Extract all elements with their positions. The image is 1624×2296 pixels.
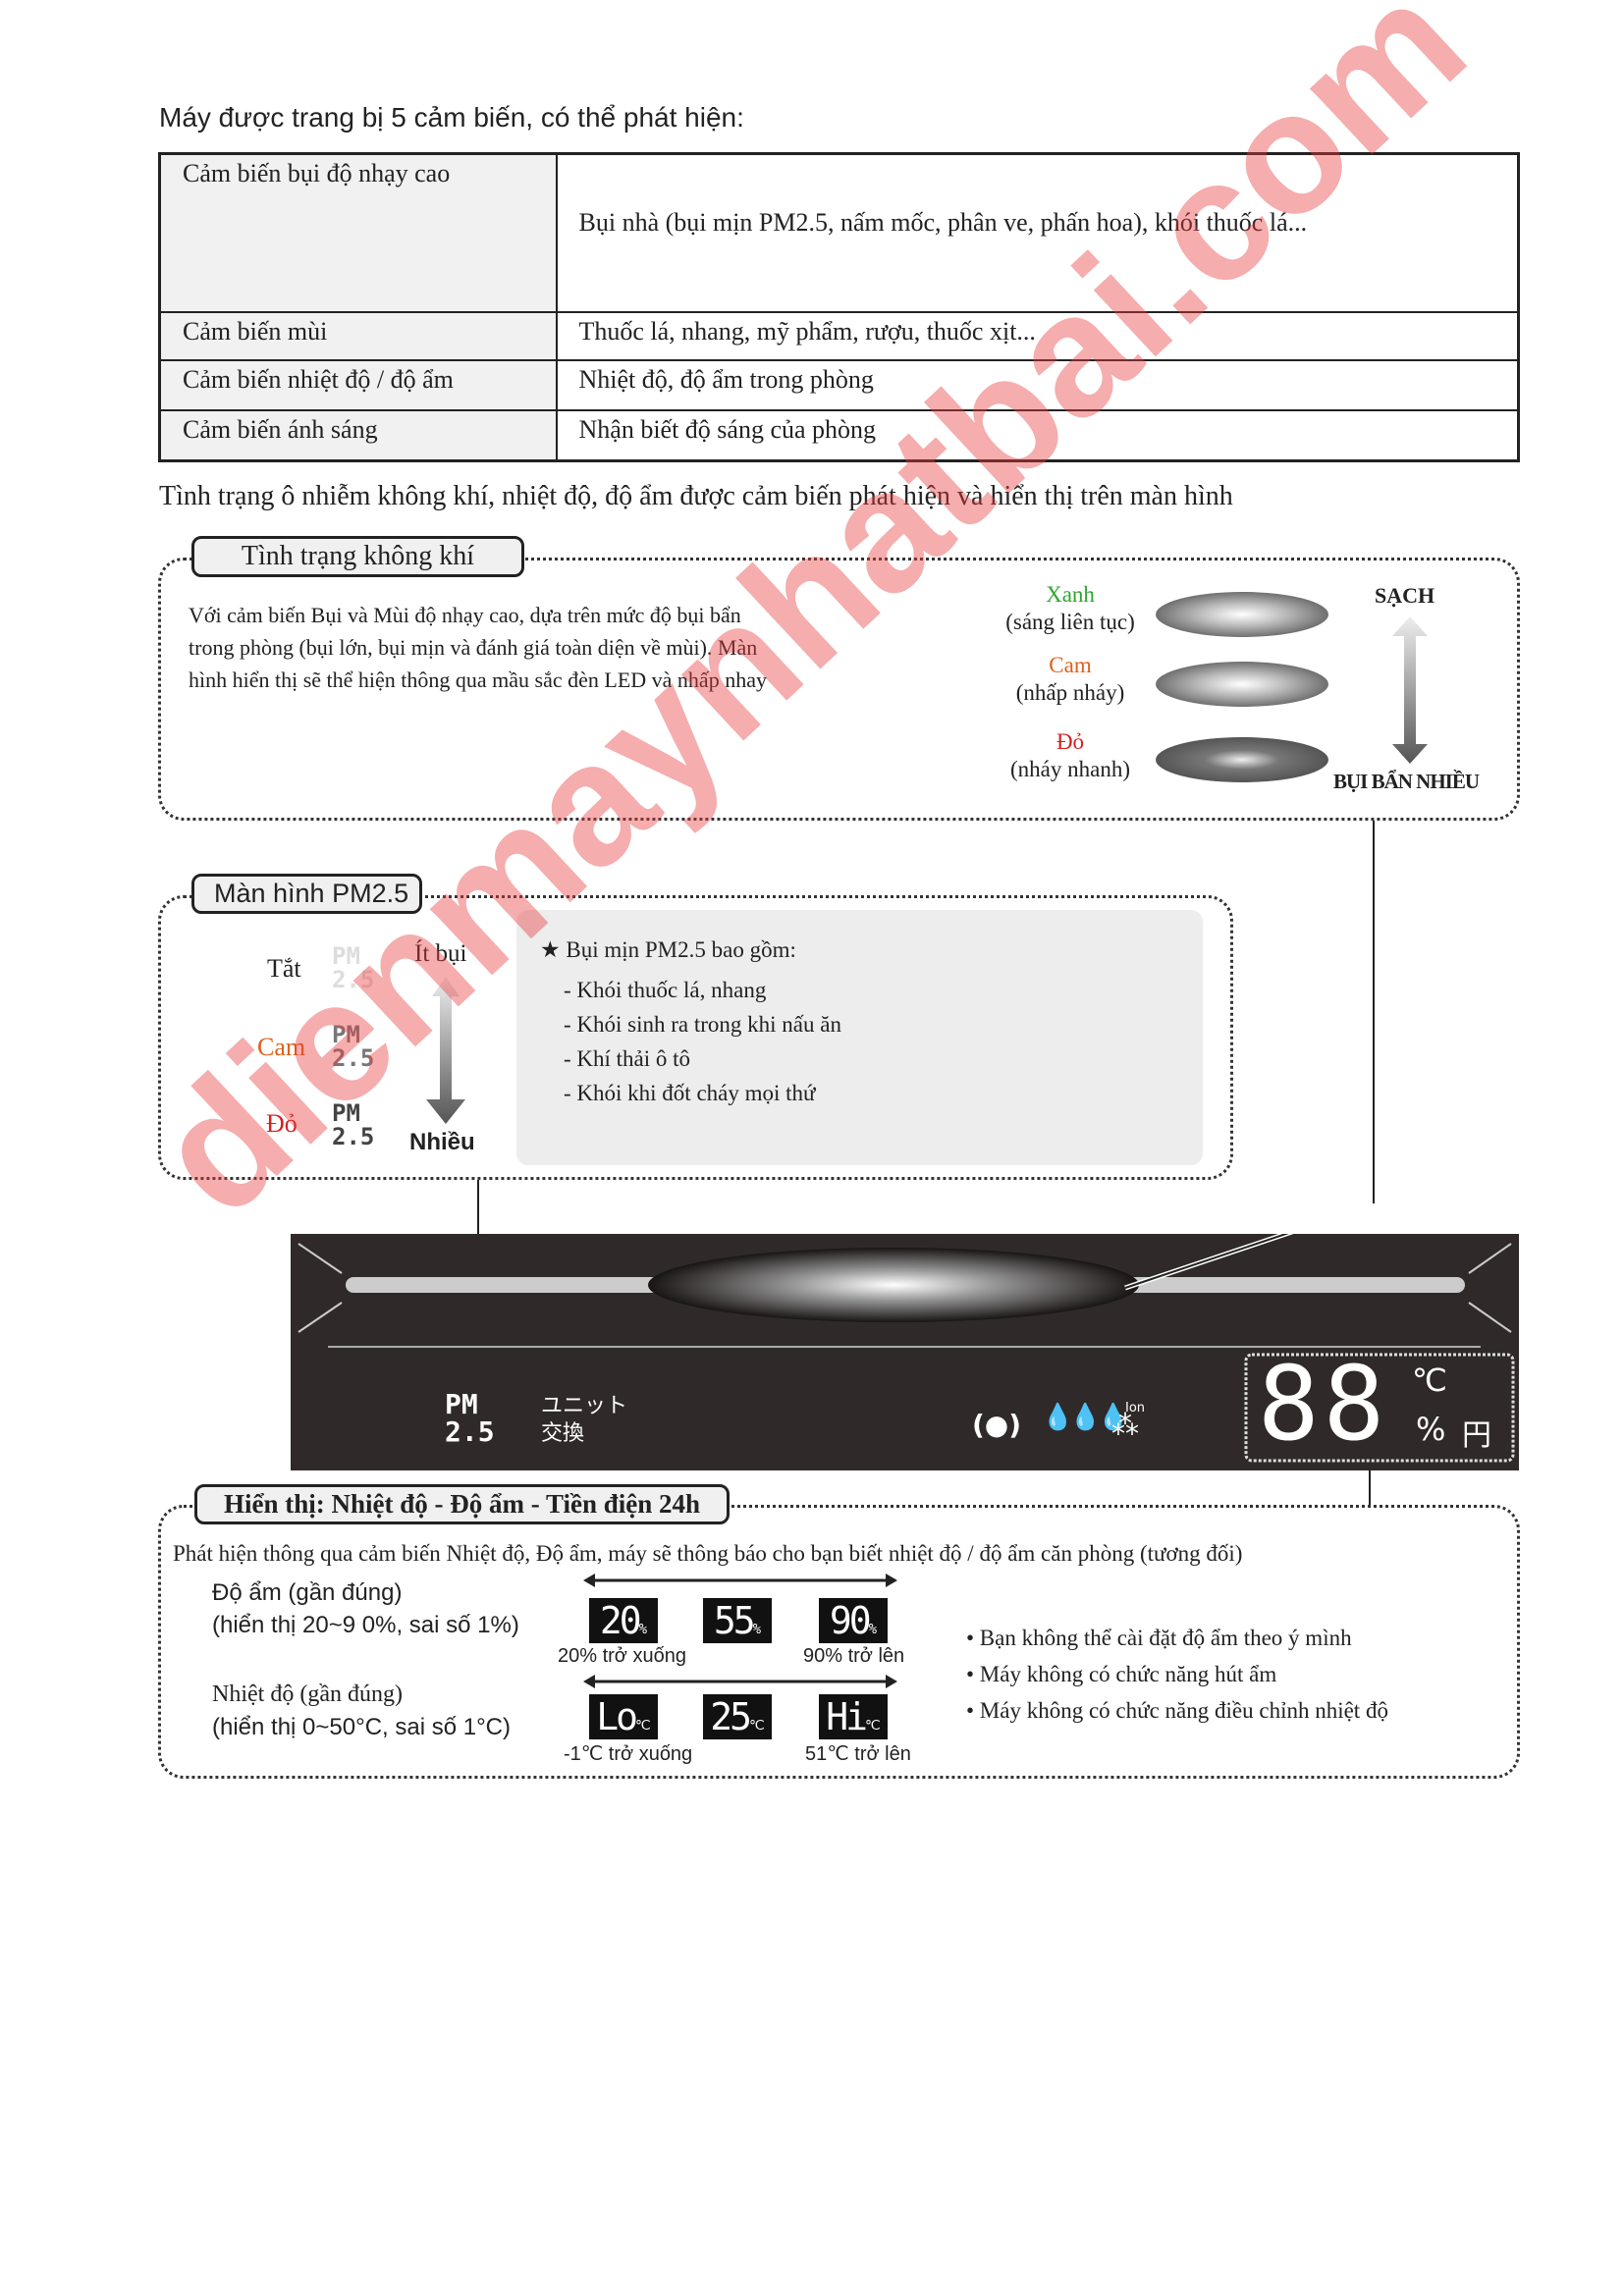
humidity-high-display: 90% bbox=[819, 1598, 888, 1643]
led-level-green: Xanh (sáng liên tục) bbox=[982, 581, 1159, 636]
less-dust-label: Ít bụi bbox=[414, 940, 467, 967]
more-dust-label: Nhiều bbox=[409, 1129, 475, 1155]
list-item: - Khói sinh ra trong khi nấu ăn bbox=[564, 1012, 841, 1037]
air-status-title: Tình trạng không khí bbox=[191, 536, 524, 577]
range-arrow-icon bbox=[583, 1574, 897, 1587]
level-mode: (sáng liên tục) bbox=[1005, 610, 1135, 634]
down-arrow-icon bbox=[426, 977, 465, 1124]
clean-label: SẠCH bbox=[1375, 583, 1435, 608]
sensor-name: Cảm biến nhiệt độ / độ ẩm bbox=[158, 358, 558, 411]
pm25-info-panel: ★ Bụi mịn PM2.5 bao gồm: - Khói thuốc lá… bbox=[516, 910, 1203, 1165]
temperature-low-caption: -1℃ trở xuống bbox=[564, 1743, 693, 1765]
humidity-low-display: 20% bbox=[589, 1598, 658, 1643]
pm25-title: Màn hình PM2.5 bbox=[191, 874, 422, 914]
temperature-high-display: Hi℃ bbox=[819, 1694, 888, 1739]
humidity-range: (hiển thị 20~9 0%, sai số 1%) bbox=[212, 1612, 519, 1638]
state-orange-label: Cam bbox=[257, 1033, 306, 1061]
list-item: • Máy không có chức năng điều chỉnh nhiệ… bbox=[966, 1698, 1388, 1723]
sensor-name: Cảm biến bụi độ nhạy cao bbox=[158, 152, 558, 313]
caption: Tình trạng ô nhiễm không khí, nhiệt độ, … bbox=[159, 481, 1233, 511]
dirty-label: BỤI BẨN NHIỀU bbox=[1333, 770, 1480, 793]
pm25-info-heading: ★ Bụi mịn PM2.5 bao gồm: bbox=[540, 937, 796, 962]
list-item: - Khói khi đốt cháy mọi thứ bbox=[564, 1081, 816, 1105]
humidity-high-caption: 90% trở lên bbox=[803, 1645, 905, 1667]
connector-line bbox=[1369, 1468, 1371, 1506]
temperature-mid-display: 25℃ bbox=[703, 1694, 772, 1739]
temperature-range: (hiển thị 0~50°C, sai số 1°C) bbox=[212, 1714, 512, 1740]
led-glow-icon bbox=[1156, 592, 1328, 637]
level-mode: (nháy nhanh) bbox=[1010, 757, 1130, 781]
led-glow-icon bbox=[1156, 662, 1328, 707]
humidity-label: Độ ẩm (gần đúng) bbox=[212, 1579, 403, 1606]
state-red-label: Đỏ bbox=[266, 1109, 298, 1138]
display-desc: Phát hiện thông qua cảm biến Nhiệt độ, Đ… bbox=[173, 1541, 1243, 1566]
sensor-detects: Bụi nhà (bụi mịn PM2.5, nấm mốc, phân ve… bbox=[555, 152, 1520, 313]
led-glow-icon bbox=[1156, 737, 1328, 782]
percent-indicator: % bbox=[1416, 1411, 1446, 1448]
sensor-detects: Thuốc lá, nhang, mỹ phẩm, rượu, thuốc xị… bbox=[555, 310, 1520, 361]
sensor-name: Cảm biến ánh sáng bbox=[158, 408, 558, 462]
list-item: • Bạn không thể cài đặt độ ẩm theo ý mìn… bbox=[966, 1626, 1352, 1650]
intro-text: Máy được trang bị 5 cảm biến, có thể phá… bbox=[159, 102, 744, 133]
level-color: Đỏ bbox=[1056, 729, 1085, 754]
temperature-label: Nhiệt độ (gần đúng) bbox=[212, 1682, 403, 1707]
connector-line bbox=[1373, 821, 1375, 1203]
humidity-low-caption: 20% trở xuống bbox=[558, 1645, 686, 1667]
sensor-detects: Nhận biết độ sáng của phòng bbox=[555, 408, 1520, 462]
level-color: Xanh bbox=[1046, 582, 1095, 607]
seven-segment-readout: 88 bbox=[1258, 1344, 1389, 1464]
filter-replace-indicator: ユニット交換 bbox=[541, 1394, 628, 1446]
pm25-box bbox=[158, 895, 1233, 1180]
sensor-icon: (●) bbox=[972, 1409, 1022, 1441]
sensor-detects: Nhiệt độ, độ ẩm trong phòng bbox=[555, 358, 1520, 411]
list-item: - Khí thải ô tô bbox=[564, 1046, 691, 1071]
display-box bbox=[158, 1505, 1520, 1779]
panel-decor bbox=[298, 1234, 1515, 1463]
display-title: Hiển thị: Nhiệt độ - Độ ẩm - Tiền điện 2… bbox=[194, 1484, 730, 1524]
display-notes: • Bạn không thể cài đặt độ ẩm theo ý mìn… bbox=[966, 1620, 1388, 1729]
level-color: Cam bbox=[1049, 653, 1092, 677]
humidify-drops-icon: 💧💧💧 bbox=[1042, 1403, 1129, 1432]
pm25-info-list: - Khói thuốc lá, nhang - Khói sinh ra tr… bbox=[564, 973, 841, 1110]
state-off-label: Tắt bbox=[267, 954, 301, 983]
sensor-name: Cảm biến mùi bbox=[158, 310, 558, 361]
yen-indicator: 円 bbox=[1462, 1418, 1491, 1453]
air-status-desc: Với cảm biến Bụi và Mùi độ nhạy cao, dựa… bbox=[189, 603, 767, 692]
list-item: - Khói thuốc lá, nhang bbox=[564, 978, 767, 1002]
level-mode: (nhấp nháy) bbox=[1015, 680, 1125, 705]
air-status-box bbox=[158, 558, 1520, 821]
double-arrow-icon bbox=[1392, 616, 1428, 764]
celsius-indicator: ℃ bbox=[1412, 1362, 1447, 1399]
humidity-info: Độ ẩm (gần đúng) (hiển thị 20~9 0%, sai s… bbox=[212, 1576, 519, 1641]
list-item: • Máy không có chức năng hút ẩm bbox=[966, 1662, 1277, 1686]
led-level-red: Đỏ (nháy nhanh) bbox=[982, 728, 1159, 783]
temperature-info: Nhiệt độ (gần đúng) (hiển thị 0~50°C, sai… bbox=[212, 1679, 511, 1743]
temperature-low-display: Lo℃ bbox=[589, 1694, 658, 1739]
range-arrow-icon bbox=[583, 1675, 897, 1688]
temperature-high-caption: 51℃ trở lên bbox=[805, 1743, 911, 1765]
humidity-mid-display: 55% bbox=[703, 1598, 772, 1643]
led-level-orange: Cam (nhấp nháy) bbox=[982, 652, 1159, 707]
